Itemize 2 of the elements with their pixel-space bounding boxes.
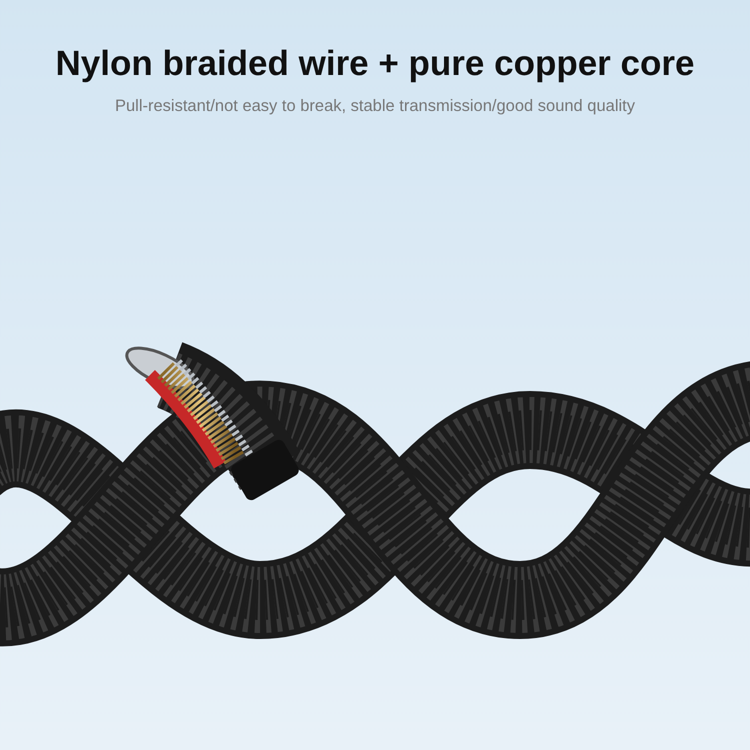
subtitle: Pull-resistant/not easy to break, stable transmission/good sound quality xyxy=(114,97,636,116)
title: Nylon braided wire + pure copper core xyxy=(54,44,696,84)
